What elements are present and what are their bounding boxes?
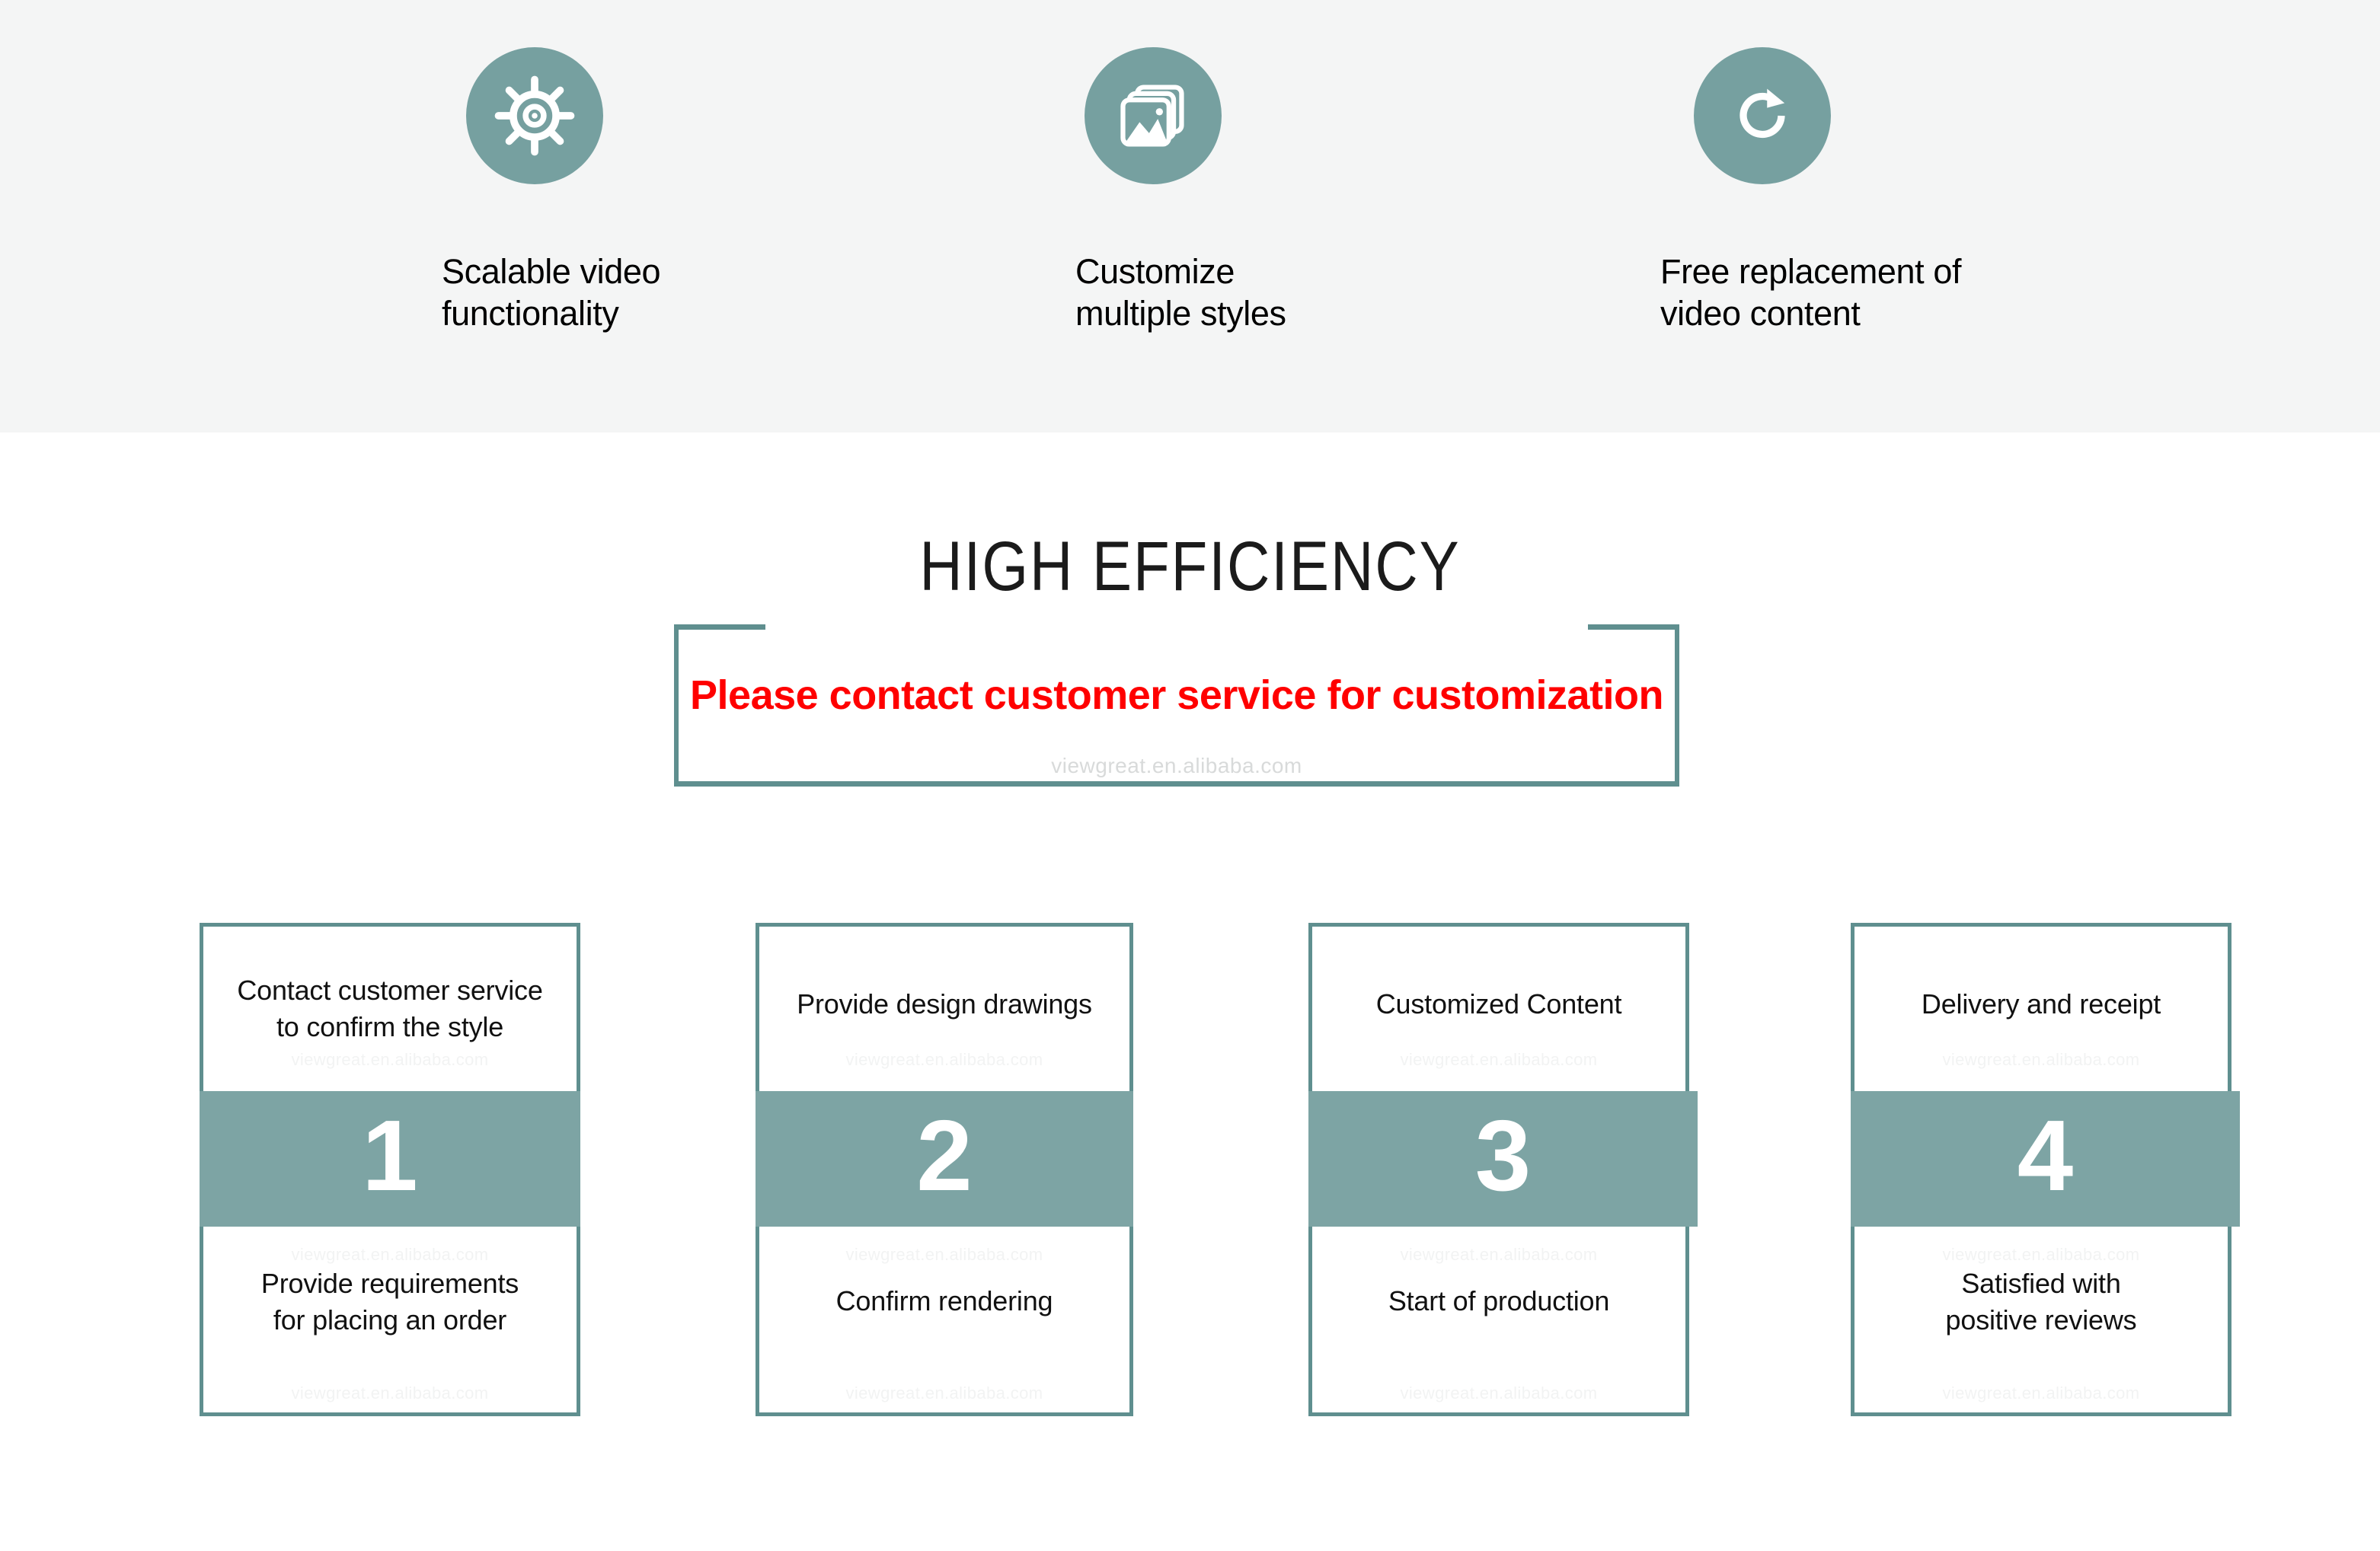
- callout-frame: Please contact customer service for cust…: [674, 624, 1679, 787]
- step-bottom-text: Start of production: [1388, 1285, 1610, 1316]
- refresh-icon: [1694, 47, 1831, 184]
- step-card-2: Provide design drawings viewgreat.en.ali…: [756, 923, 1133, 1416]
- step-card-1: Contact customer service to confirm the …: [200, 923, 580, 1416]
- frame-edge-right: [1675, 624, 1679, 787]
- watermark: viewgreat.en.alibaba.com: [291, 1383, 489, 1403]
- frame-edge-top-left: [674, 624, 765, 630]
- watermark: viewgreat.en.alibaba.com: [1942, 1383, 2140, 1403]
- watermark: viewgreat.en.alibaba.com: [845, 1383, 1043, 1403]
- watermark: viewgreat.en.alibaba.com: [1051, 754, 1302, 777]
- watermark: viewgreat.en.alibaba.com: [1400, 1383, 1598, 1403]
- step-top-text: Provide design drawings: [797, 988, 1092, 1020]
- feature-label: Scalable video functionality: [442, 252, 661, 333]
- step-top-text: Customized Content: [1375, 988, 1622, 1020]
- watermark: viewgreat.en.alibaba.com: [291, 1050, 489, 1069]
- feature-band: Scalable video functionality Customize m…: [0, 0, 2380, 432]
- frame-edge-top-right: [1588, 624, 1679, 630]
- step-number: 3: [1474, 1099, 1532, 1211]
- frame-edge-bottom: [674, 781, 1679, 787]
- images-icon: [1085, 47, 1222, 184]
- page-title: HIGH EFFICIENCY: [919, 526, 1461, 606]
- frame-edge-left: [674, 624, 679, 787]
- feature-label: Customize multiple styles: [1075, 252, 1286, 333]
- step-top-text: Delivery and receipt: [1921, 988, 2161, 1020]
- watermark: viewgreat.en.alibaba.com: [291, 1245, 489, 1264]
- step-number-band: 1: [200, 1091, 580, 1227]
- step-bottom-text: Satisfied with positive reviews: [1945, 1268, 2137, 1336]
- step-bottom-text: Provide requirements for placing an orde…: [260, 1268, 519, 1336]
- gear-icon: [466, 47, 603, 184]
- watermark: viewgreat.en.alibaba.com: [1942, 1245, 2140, 1264]
- step-card-3: Customized Content viewgreat.en.alibaba.…: [1308, 923, 1698, 1416]
- step-top-text: Contact customer service to confirm the …: [237, 975, 543, 1043]
- callout-text: Please contact customer service for cust…: [690, 672, 1663, 718]
- step-number-band: 2: [756, 1091, 1133, 1227]
- step-number-band: 3: [1308, 1091, 1698, 1227]
- watermark: viewgreat.en.alibaba.com: [1400, 1245, 1598, 1264]
- watermark: viewgreat.en.alibaba.com: [1400, 1050, 1598, 1069]
- process-steps: Contact customer service to confirm the …: [0, 923, 2380, 1425]
- feature-label: Free replacement of video content: [1660, 252, 1962, 333]
- watermark: viewgreat.en.alibaba.com: [845, 1050, 1043, 1069]
- step-number: 1: [362, 1099, 418, 1211]
- watermark: viewgreat.en.alibaba.com: [845, 1245, 1043, 1264]
- step-bottom-text: Confirm rendering: [835, 1285, 1053, 1316]
- step-number-band: 4: [1851, 1091, 2240, 1227]
- watermark: viewgreat.en.alibaba.com: [1942, 1050, 2140, 1069]
- step-number: 4: [2017, 1099, 2074, 1211]
- step-card-4: Delivery and receipt viewgreat.en.alibab…: [1851, 923, 2240, 1416]
- step-number: 2: [916, 1099, 973, 1211]
